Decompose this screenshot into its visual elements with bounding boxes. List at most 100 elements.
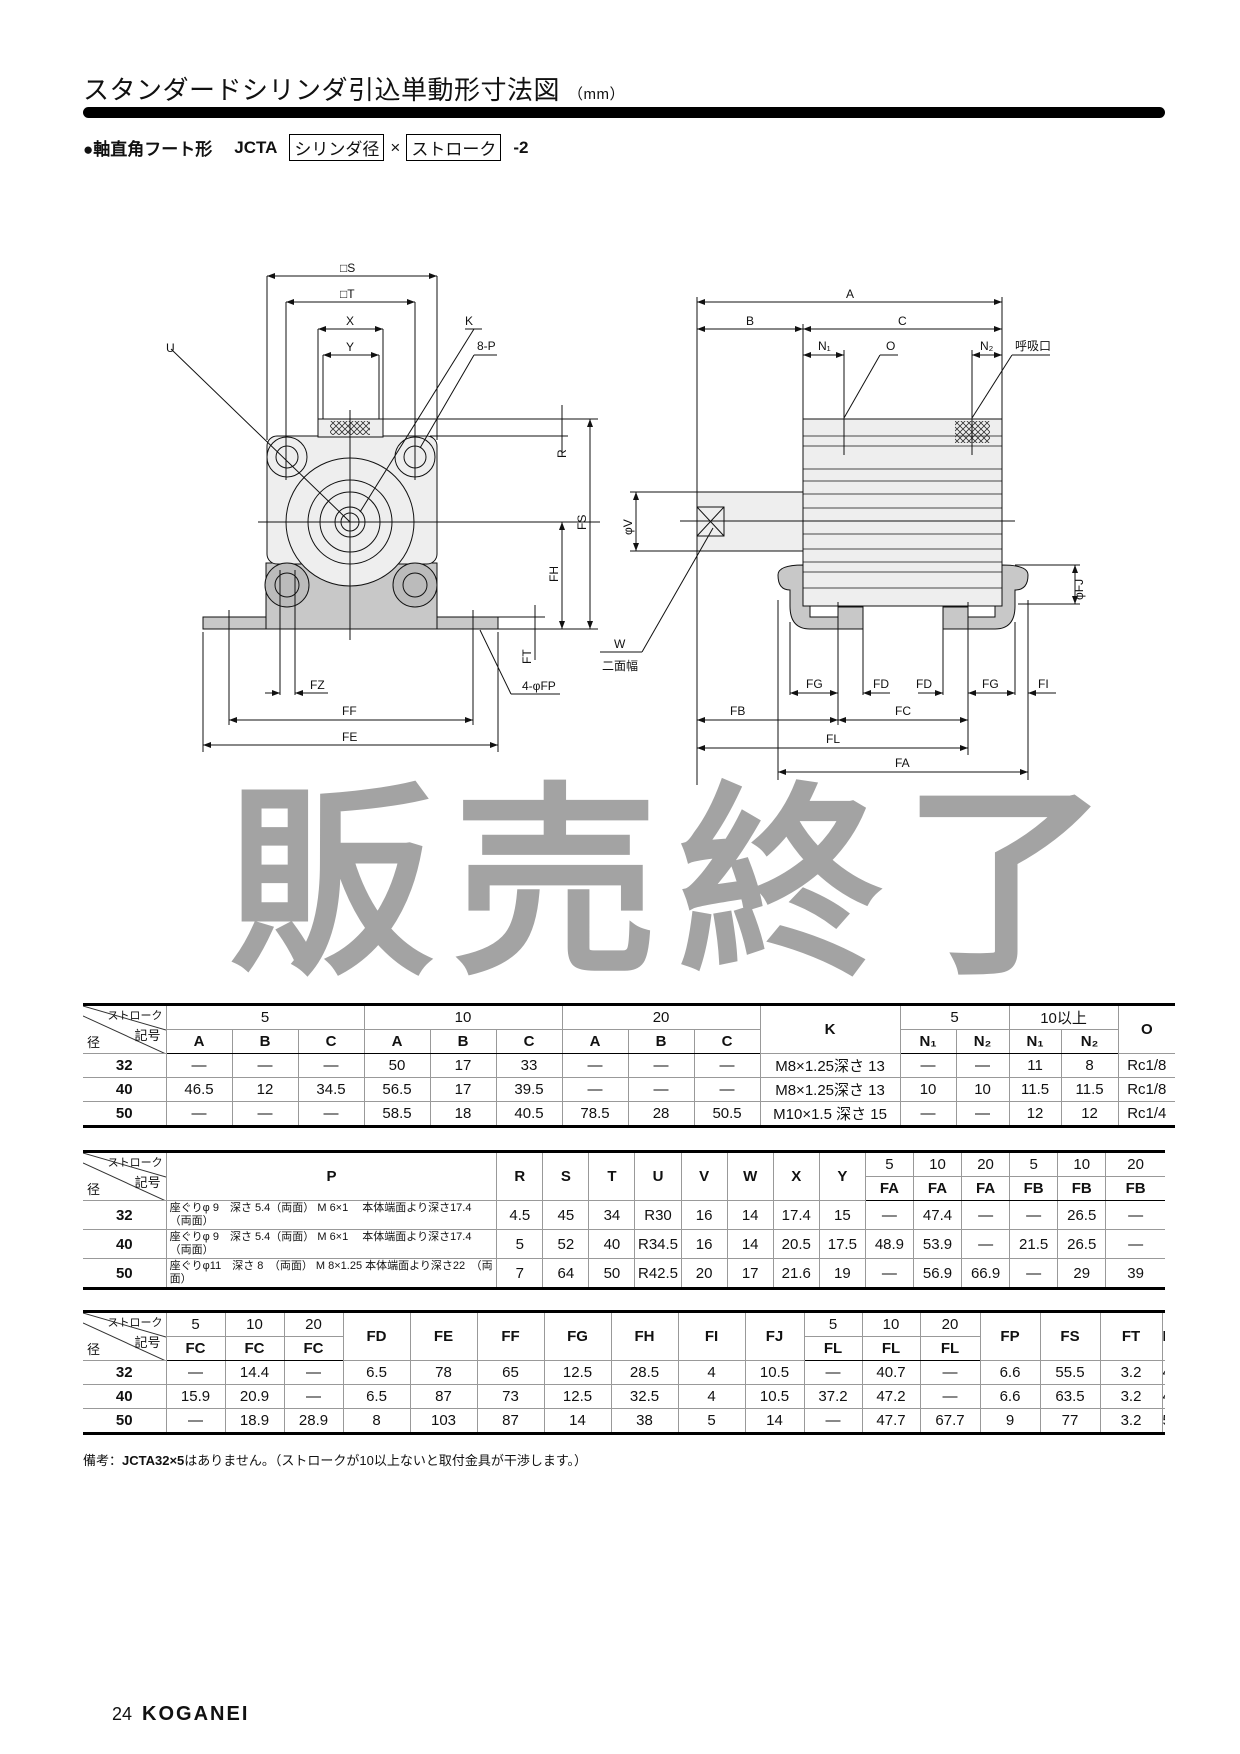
value-cell: — bbox=[803, 1408, 863, 1434]
brand-logo: KOGANEI bbox=[142, 1703, 250, 1725]
value-cell: 6.5 bbox=[342, 1360, 411, 1385]
corner-bore-label: 径 bbox=[87, 1342, 101, 1357]
subheader-cell: FC bbox=[166, 1336, 226, 1361]
header-cell: FE bbox=[409, 1311, 478, 1361]
subheader-cell: C bbox=[693, 1029, 761, 1054]
model-box-bore: シリンダ径 bbox=[289, 134, 385, 161]
value-cell: 67.7 bbox=[919, 1408, 981, 1434]
header-cell: 5 bbox=[165, 1311, 226, 1337]
subheader-cell: FB bbox=[1009, 1176, 1059, 1201]
title-rule bbox=[83, 107, 1165, 118]
label-V: φV bbox=[621, 519, 635, 535]
label-K: K bbox=[465, 314, 473, 328]
label-FE: FE bbox=[342, 730, 357, 744]
value-cell: 9 bbox=[979, 1408, 1041, 1434]
header-cell: FF bbox=[476, 1311, 545, 1361]
subheader-cell: FB bbox=[1105, 1176, 1165, 1201]
front-view-labels: □S □T X Y K 8-P U R FS FH FT FZ FF FE 4-… bbox=[166, 261, 589, 744]
value-cell: 78.5 bbox=[561, 1101, 629, 1127]
header-cell: FD bbox=[342, 1311, 411, 1361]
model-times: × bbox=[390, 137, 401, 157]
header-cell: 10以上 bbox=[1008, 1004, 1119, 1030]
corner-stroke-label: ストローク bbox=[107, 1317, 163, 1329]
bore-cell: 32 bbox=[83, 1200, 167, 1230]
value-cell: 87 bbox=[409, 1384, 478, 1409]
value-cell: — bbox=[864, 1200, 914, 1230]
value-cell: 45 bbox=[542, 1200, 590, 1230]
value-cell: R30 bbox=[634, 1200, 682, 1230]
value-cell: 5 bbox=[1161, 1408, 1165, 1434]
label-FD-left: FD bbox=[873, 677, 889, 691]
value-cell: 64 bbox=[542, 1258, 590, 1289]
label-FL: FL bbox=[826, 732, 840, 746]
side-view-labels: A B C N₁ O N₂ 呼吸口 φV W 二面幅 φFJ FG FD FD … bbox=[602, 287, 1086, 770]
value-cell: 6.5 bbox=[342, 1384, 411, 1409]
value-cell: 73 bbox=[476, 1384, 545, 1409]
value-cell: — bbox=[864, 1258, 914, 1289]
value-cell: 32.5 bbox=[610, 1384, 679, 1409]
header-cell: 5 bbox=[864, 1151, 914, 1177]
corner-symbol-label: 記号 bbox=[134, 1175, 161, 1190]
value-cell: — bbox=[1009, 1200, 1059, 1230]
value-cell: 14 bbox=[726, 1200, 774, 1230]
value-cell: 53.9 bbox=[912, 1229, 963, 1259]
value-cell: 14 bbox=[726, 1229, 774, 1259]
value-cell: 11.5 bbox=[1008, 1077, 1062, 1102]
header-cell: FT bbox=[1099, 1311, 1163, 1361]
subheader-cell: B bbox=[429, 1029, 497, 1054]
header-cell: 20 bbox=[283, 1311, 344, 1337]
value-cell: 10 bbox=[899, 1077, 957, 1102]
corner-stroke-label: ストローク bbox=[107, 1010, 163, 1022]
value-cell: 3.2 bbox=[1099, 1408, 1163, 1434]
value-cell: 17.5 bbox=[818, 1229, 866, 1259]
label-FG-left: FG bbox=[806, 677, 823, 691]
subheader-cell: FC bbox=[283, 1336, 344, 1361]
header-cell: V bbox=[680, 1151, 728, 1201]
value-cell: 46.5 bbox=[165, 1077, 233, 1102]
label-FF: FF bbox=[342, 704, 357, 718]
dimension-table-3: ストローク記号径51020FDFEFFFGFHFIFJ51020FPFSFTFZ… bbox=[83, 1310, 1165, 1435]
subheader-cell: FB bbox=[1057, 1176, 1107, 1201]
value-cell: — bbox=[165, 1053, 233, 1078]
header-cell: R bbox=[496, 1151, 544, 1201]
value-cell: — bbox=[919, 1384, 981, 1409]
label-C: C bbox=[898, 314, 907, 328]
value-cell: 17 bbox=[726, 1258, 774, 1289]
value-cell: 5 bbox=[496, 1229, 544, 1259]
value-cell: 17 bbox=[429, 1053, 497, 1078]
value-cell: 56.9 bbox=[912, 1258, 963, 1289]
value-cell: — bbox=[803, 1360, 863, 1385]
label-FP: 4-φFP bbox=[522, 679, 556, 693]
value-cell: 66.9 bbox=[961, 1258, 1011, 1289]
header-cell: Y bbox=[818, 1151, 866, 1201]
value-cell: — bbox=[297, 1053, 365, 1078]
value-cell: 50 bbox=[363, 1053, 431, 1078]
dimension-drawing: □S □T X Y K 8-P U R FS FH FT FZ FF FE 4-… bbox=[166, 261, 1086, 785]
value-cell: 3.2 bbox=[1099, 1360, 1163, 1385]
subheader-cell: FL bbox=[861, 1336, 921, 1361]
value-cell: 6.6 bbox=[979, 1360, 1041, 1385]
page-footer: 24 KOGANEI bbox=[112, 1703, 249, 1726]
header-cell: 5 bbox=[1009, 1151, 1059, 1177]
value-cell: — bbox=[561, 1053, 629, 1078]
subheader-cell: FA bbox=[865, 1176, 914, 1201]
value-cell: 4.5 bbox=[496, 1200, 544, 1230]
value-cell: — bbox=[283, 1360, 344, 1385]
value-cell: 17 bbox=[429, 1077, 497, 1102]
value-cell: — bbox=[231, 1101, 299, 1127]
value-cell: 12.5 bbox=[543, 1384, 612, 1409]
value-cell: 12 bbox=[1008, 1101, 1062, 1127]
value-cell: 40 bbox=[588, 1229, 636, 1259]
header-cell: 10 bbox=[861, 1311, 921, 1337]
label-FZ: FZ bbox=[310, 678, 325, 692]
bore-cell: 40 bbox=[83, 1384, 167, 1409]
value-cell: 3.2 bbox=[1099, 1384, 1163, 1409]
value-cell: 17.4 bbox=[772, 1200, 820, 1230]
value-cell: 55.5 bbox=[1039, 1360, 1101, 1385]
label-N2: N₂ bbox=[980, 339, 994, 353]
